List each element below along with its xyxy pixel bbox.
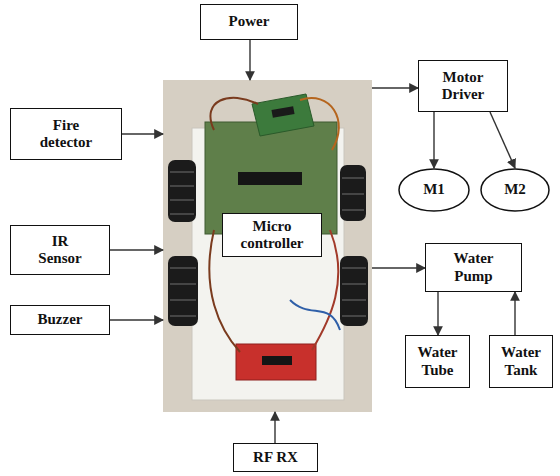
block-box: Water Tube: [405, 335, 470, 388]
rf-chip: [262, 356, 292, 365]
block-box: Water Tank: [489, 335, 553, 388]
block-label: Buzzer: [38, 311, 83, 328]
block-box: RF RX: [233, 443, 318, 472]
microcontroller-chip: [238, 172, 302, 185]
signal-arrow: [490, 112, 515, 168]
rf-board: [236, 344, 316, 380]
signal-arrow: [249, 40, 250, 80]
signal-arrow: [110, 319, 163, 320]
block-label: Power: [229, 13, 270, 30]
top-chip: [271, 106, 294, 118]
signal-arrow: [514, 292, 515, 335]
signal-arrow: [110, 249, 163, 250]
ellipse-shape: [399, 169, 469, 211]
signal-arrow: [433, 112, 434, 168]
block-label: M2: [504, 181, 526, 198]
block-label: Fire detector: [31, 117, 101, 152]
ellipse-shape: [481, 169, 549, 211]
block-label: Micro controller: [222, 213, 322, 257]
controller-photo-node: Micro controller: [163, 80, 372, 412]
signal-arrow: [274, 412, 275, 443]
signal-arrow: [372, 267, 425, 268]
block-label: Water Tube: [413, 344, 463, 379]
block-label: IR Sensor: [33, 233, 88, 268]
top-board: [252, 94, 314, 136]
motor-ellipse: M1: [398, 168, 470, 212]
block-box: Power: [200, 4, 298, 40]
block-box: Motor Driver: [418, 60, 508, 112]
block-label: Motor Driver: [433, 69, 493, 104]
block-box: Fire detector: [10, 108, 122, 160]
signal-arrow: [372, 87, 418, 88]
block-box: Buzzer: [10, 305, 110, 335]
signal-arrow: [437, 292, 438, 335]
photo-background: [163, 80, 372, 412]
motor-ellipse: M2: [480, 168, 550, 212]
block-box: IR Sensor: [10, 225, 110, 275]
block-label: Water Pump: [446, 250, 501, 285]
wires: [209, 98, 340, 352]
block-box: Water Pump: [425, 243, 522, 292]
block-label: RF RX: [253, 449, 298, 466]
wheels: [168, 160, 368, 326]
block-label: M1: [423, 181, 445, 198]
signal-arrow: [122, 133, 163, 134]
block-label: Water Tank: [496, 344, 546, 379]
